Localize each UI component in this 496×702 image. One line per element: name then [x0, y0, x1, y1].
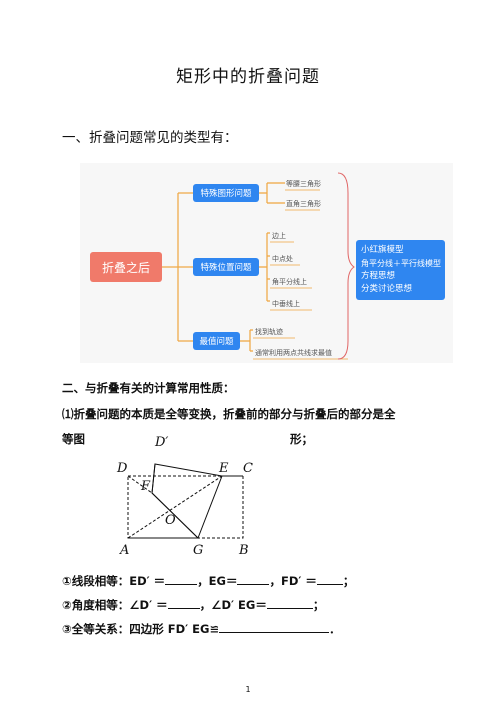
label-b: B [238, 543, 249, 558]
label-f: F [140, 479, 151, 494]
mindmap-leaf: 中垂线上 [272, 300, 300, 308]
summary-line: 小红旗模型 [361, 245, 404, 255]
label-d: D [116, 461, 128, 476]
q2-part-a: ②角度相等：∠D′ ＝ [62, 598, 168, 612]
page-title: 矩形中的折叠问题 [176, 67, 320, 87]
label-d-prime: D′ [154, 435, 168, 450]
mindmap-root: 折叠之后 [90, 252, 162, 282]
mindmap-branch-1: 特殊图形问题 [193, 184, 259, 202]
mindmap-branch-3: 最值问题 [193, 332, 240, 350]
section-heading-2: 二、与折叠有关的计算常用性质： [62, 381, 235, 395]
mindmap-leaf: 直角三角形 [286, 200, 321, 208]
question-line-2: ②角度相等：∠D′ ＝ ，∠D′ EG＝ ； [62, 596, 324, 613]
q1-part-a: ①线段相等：ED′ ＝ [62, 574, 166, 588]
q3-blank-1[interactable] [219, 620, 330, 633]
q1-part-b: ，EG＝ [197, 574, 238, 588]
page-number: 1 [245, 685, 251, 694]
q1-blank-3[interactable] [316, 572, 343, 585]
q1-blank-2[interactable] [237, 572, 270, 585]
q1-blank-1[interactable] [165, 572, 198, 585]
label-o: O [165, 513, 176, 528]
mindmap-branch-2: 特殊位置问题 [193, 258, 259, 276]
mindmap-summary: 小红旗模型 角平分线＋平行线模型 方程思想 分类讨论思想 [356, 240, 445, 300]
paragraph-line-2a: 等图 [62, 432, 85, 446]
q2-part-c: ； [312, 598, 325, 612]
label-a: A [119, 543, 129, 558]
summary-line: 分类讨论思想 [361, 284, 413, 294]
mindmap-leaf: 角平分线上 [272, 278, 307, 286]
paragraph-line-2b: 形； [290, 432, 313, 446]
summary-line: 角平分线＋平行线模型 [361, 259, 441, 268]
label-g: G [193, 543, 203, 558]
mindmap-leaf: 中点处 [272, 255, 293, 263]
q2-blank-1[interactable] [167, 596, 200, 609]
q2-blank-2[interactable] [266, 596, 313, 609]
mindmap-leaf: 等腰三角形 [286, 180, 321, 188]
section-heading-1: 一、折叠问题常见的类型有： [62, 130, 238, 146]
q3-part-a: ③全等关系：四边形 FD′ EG≌ [62, 622, 220, 636]
question-line-1: ①线段相等：ED′ ＝ ，EG＝ ，FD′ ＝ ； [62, 572, 354, 589]
mindmap-connectors [162, 172, 355, 360]
q2-part-b: ，∠D′ EG＝ [199, 598, 267, 612]
mindmap-leaf: 通常利用两点共线求最值 [255, 349, 332, 357]
label-c: C [243, 461, 253, 476]
q1-part-d: ； [342, 574, 355, 588]
q1-part-c: ，FD′ ＝ [269, 574, 317, 588]
summary-line: 方程思想 [361, 271, 396, 281]
mindmap: 折叠之后 特殊图形问题 特殊位置问题 最值问题 等腰三角形 直角三角形 边上 中… [80, 163, 453, 363]
label-e: E [218, 461, 229, 476]
folding-figure: D′ D E C F O A G B [116, 435, 253, 558]
q3-part-b: ． [329, 622, 341, 636]
mindmap-leaf: 边上 [272, 232, 286, 240]
paragraph-line-1: ⑴折叠问题的本质是全等变换，折叠前的部分与折叠后的部分是全 [62, 407, 396, 421]
question-line-3: ③全等关系：四边形 FD′ EG≌ ． [62, 620, 341, 637]
mindmap-leaf: 找到轨迹 [255, 328, 283, 336]
